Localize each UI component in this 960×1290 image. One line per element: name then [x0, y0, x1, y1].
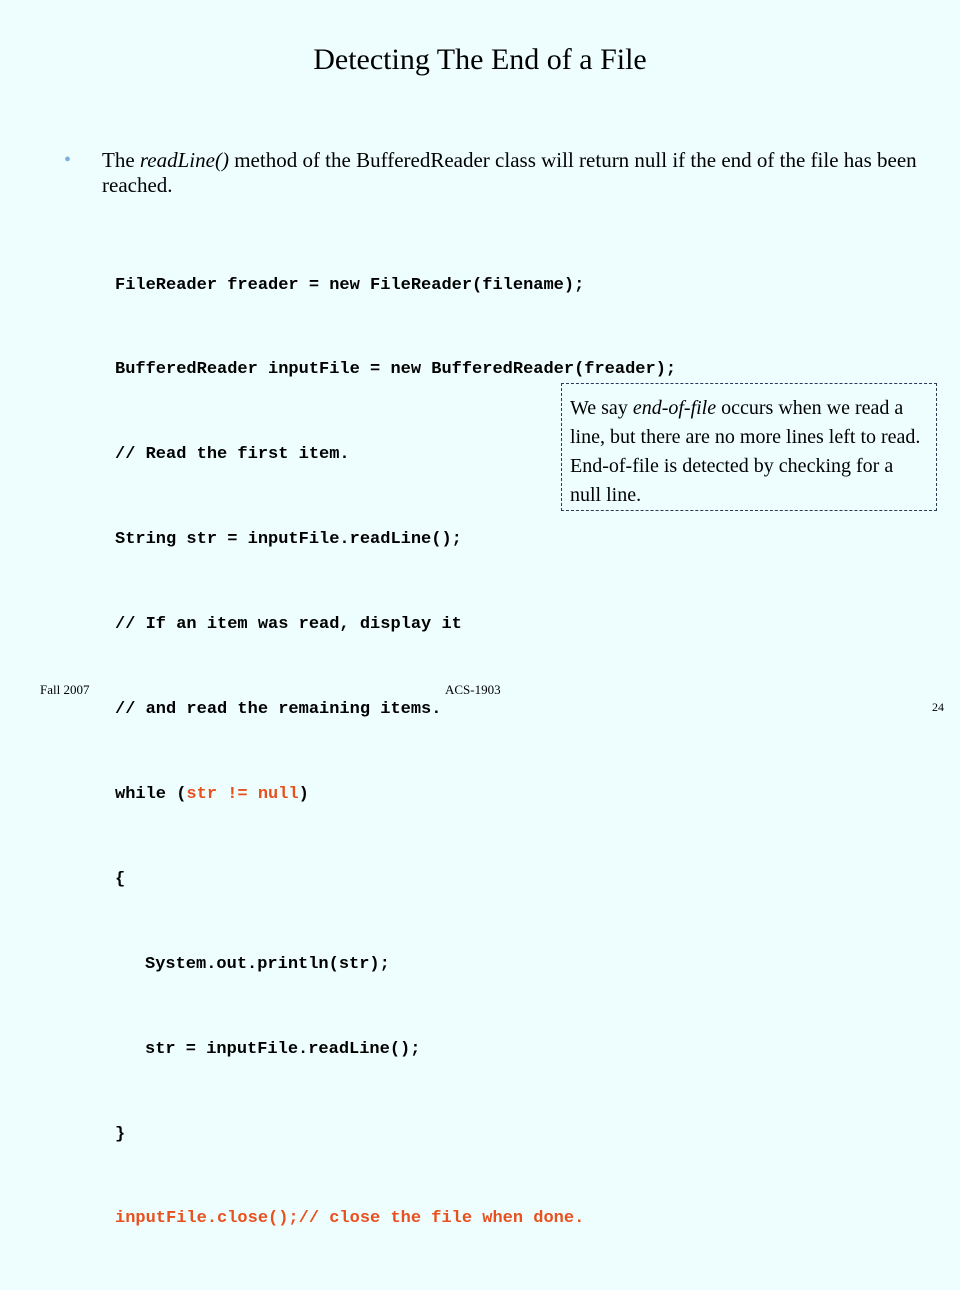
callout-term: end-of-file [632, 397, 717, 419]
code-line: str = inputFile.readLine(); [145, 1039, 421, 1059]
bullet-marker: • [64, 149, 72, 171]
bullet-text-before: The [102, 148, 140, 172]
code-while-end: ) [298, 784, 309, 804]
code-line: FileReader freader = new FileReader(file… [115, 275, 585, 295]
code-line: String str = inputFile.readLine(); [115, 530, 462, 550]
bullet-text-after: method of the BufferedReader class will … [102, 148, 917, 197]
code-while-condition: str != null [186, 784, 299, 804]
callout-after: occurs when we read a line, but there ar… [570, 397, 921, 506]
callout-box: We say end-of-file occurs when we read a… [561, 383, 937, 511]
callout-before: We say [570, 397, 633, 419]
footer-course: ACS-1903 [445, 682, 501, 697]
slide: Detecting The End of a File • The readLi… [40, 43, 944, 1228]
code-block: FileReader freader = new FileReader(file… [115, 215, 676, 1290]
code-line: } [115, 1124, 126, 1144]
bullet-item: • The readLine() method of the BufferedR… [64, 148, 932, 198]
code-line: { [115, 869, 126, 889]
code-line-while: while (str != null) [115, 781, 676, 809]
page-number: 24 [932, 700, 944, 714]
code-line: // and read the remaining items. [115, 700, 442, 720]
code-line-close: inputFile.close();// close the file when… [115, 1209, 585, 1229]
bullet-method: readLine() [139, 148, 229, 172]
footer-date: Fall 2007 [40, 682, 90, 697]
bullet-text: The readLine() method of the BufferedRea… [102, 148, 932, 198]
code-line: System.out.println(str); [145, 954, 390, 974]
code-line: // If an item was read, display it [115, 615, 462, 635]
code-line: // Read the first item. [115, 445, 350, 465]
code-while-start: while ( [115, 784, 187, 804]
code-line: BufferedReader inputFile = new BufferedR… [115, 360, 677, 380]
slide-title: Detecting The End of a File [313, 43, 647, 76]
